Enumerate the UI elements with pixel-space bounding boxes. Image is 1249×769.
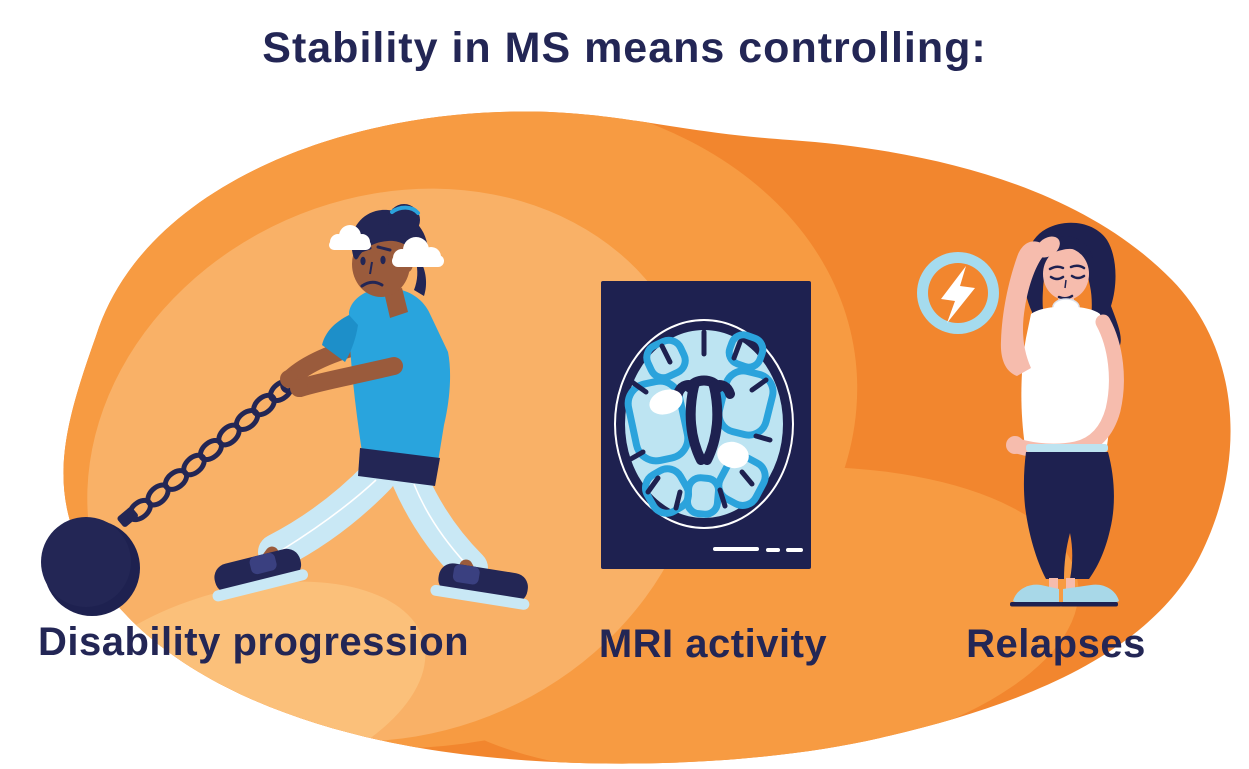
person-headache-illustration — [1000, 222, 1124, 607]
person-dragging-ball-illustration — [212, 204, 530, 610]
label-mri-activity: MRI activity — [598, 622, 828, 666]
ball-and-chain-illustration — [41, 368, 306, 616]
page-title: Stability in MS means controlling: — [262, 24, 987, 72]
lightning-bolt-badge-icon — [917, 252, 999, 334]
sneaker-back — [212, 548, 309, 602]
label-disability-progression: Disability progression — [38, 620, 470, 664]
rain-clouds-over-head-icon — [329, 225, 444, 267]
chain-icon — [127, 368, 306, 523]
sad-face — [1048, 264, 1086, 300]
sneaker-front — [430, 563, 530, 610]
flat-shoes — [1010, 584, 1119, 607]
brain-mri-scan-card — [601, 281, 811, 569]
mri-caption-dashes — [713, 547, 803, 552]
label-relapses: Relapses — [966, 622, 1146, 666]
brain-mri-icon — [624, 329, 777, 518]
